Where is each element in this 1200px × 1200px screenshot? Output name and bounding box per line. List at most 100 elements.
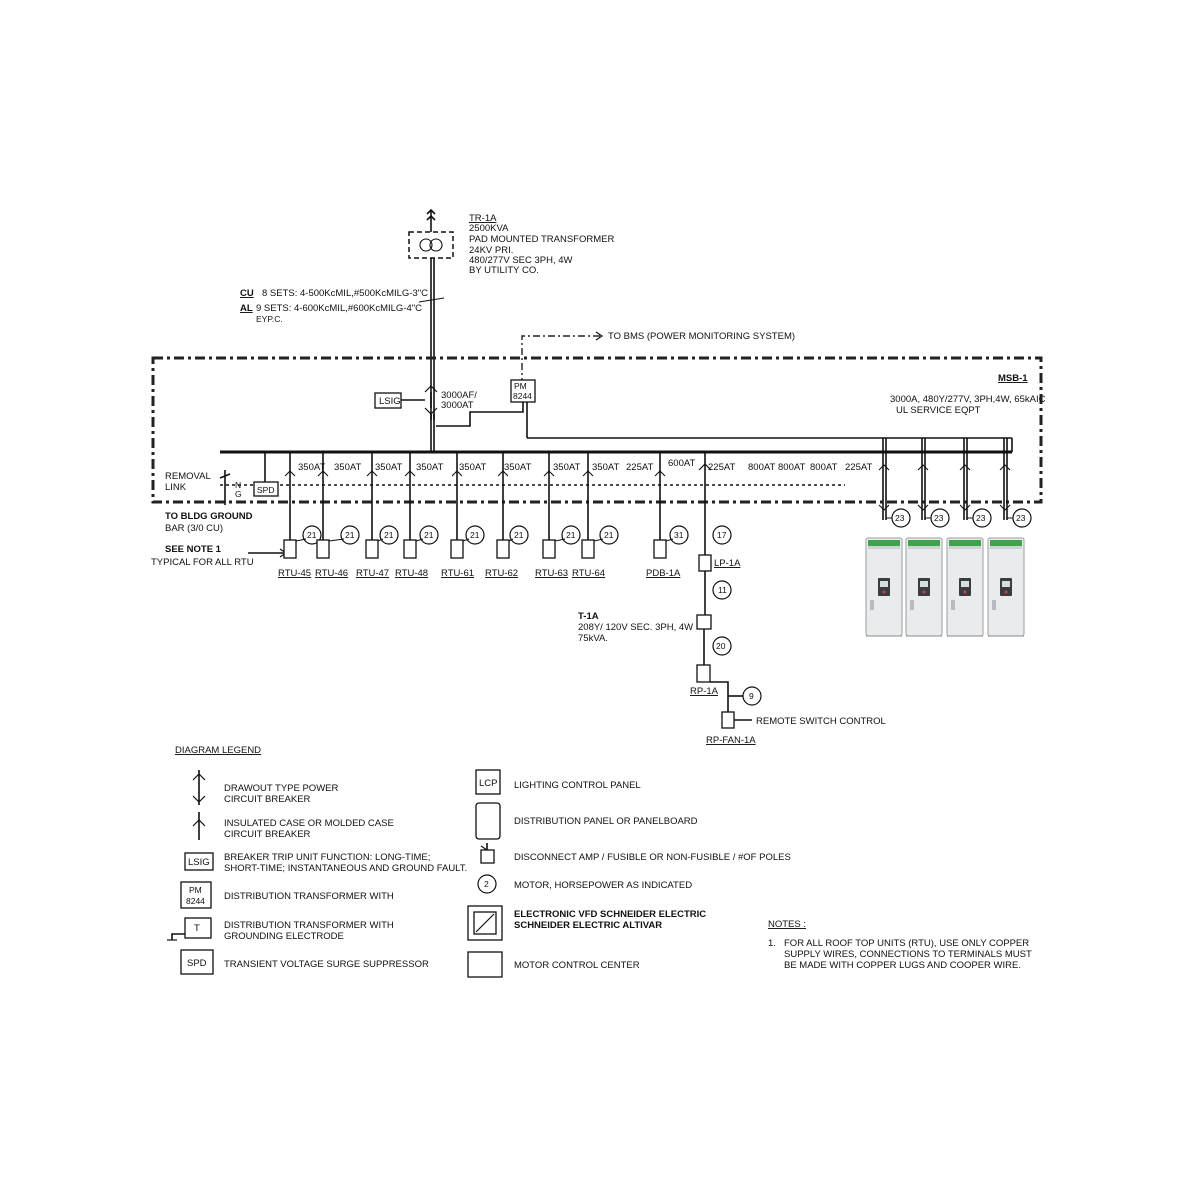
legend-panel-1: DISTRIBUTION PANEL OR PANELBOARD [514, 816, 698, 827]
branch-breaker-symbol [317, 470, 329, 477]
vfd-feeder-1: 23 [878, 438, 911, 528]
remote-switch-label: REMOTE SWITCH CONTROL [756, 716, 886, 727]
legend-motor-text: 2 [484, 879, 489, 889]
branch-disconnect [653, 539, 667, 559]
legend-disconnect-symbol [480, 843, 495, 864]
branch-rating: 350AT [553, 462, 580, 473]
branch-load-label: RTU-47 [356, 568, 389, 579]
legend-meter-1: DISTRIBUTION TRANSFORMER WITH [224, 891, 394, 902]
lp-1a-label: LP-1A [714, 558, 741, 569]
note-line-3: BE MADE WITH COPPER LUGS AND COOPER WIRE… [784, 960, 1021, 971]
branch-motor [599, 525, 619, 545]
legend-drawout-2: CIRCUIT BREAKER [224, 794, 311, 805]
right-breaker-rating: 225AT [845, 462, 872, 473]
legend-lsig-text: LSIG [188, 857, 210, 868]
main-at: 3000AT [441, 400, 474, 411]
branch-motor [340, 525, 360, 545]
legend-meter-b: 8244 [186, 896, 205, 906]
service-feeder-notes: CU 8 SETS: 4-500KcMIL,#500KcMILG-3"C AL … [240, 288, 428, 324]
vfd-feeder-3: 23 [959, 438, 992, 528]
bms-link: TO BMS (POWER MONITORING SYSTEM) [521, 331, 795, 385]
branch-motor [465, 525, 485, 545]
switchboard-enclosure: MSB-1 3000A, 480Y/277V, 3PH,4W, 65kAIC U… [151, 356, 1046, 504]
legend-title: DIAGRAM LEGEND [175, 745, 261, 756]
feeder-al-prefix: AL [240, 303, 253, 314]
branch-disconnect [365, 539, 379, 559]
branch-load-label: PDB-1A [646, 568, 681, 579]
legend-meter-symbol [180, 881, 212, 909]
legend-molded-2: CIRCUIT BREAKER [224, 829, 311, 840]
feeder-al-text: 9 SETS: 4-600KcMIL,#600KcMILG-4"C [256, 303, 422, 314]
branch-breaker-symbol [366, 470, 378, 477]
legend-transformer-1: DISTRIBUTION TRANSFORMER WITH [224, 920, 394, 931]
legend-molded-1: INSULATED CASE OR MOLDED CASE [224, 818, 394, 829]
legend-motor-1: MOTOR, HORSEPOWER AS INDICATED [514, 880, 692, 891]
legend-vfd-2: SCHNEIDER ELECTRIC ALTIVAR [514, 920, 662, 931]
legend-vfd-1: ELECTRONIC VFD SCHNEIDER ELECTRIC [514, 909, 706, 920]
branch-motor [561, 525, 581, 545]
meter-model: 8244 [513, 391, 532, 401]
lp-motor-17-hp: 17 [717, 530, 727, 540]
legend-molded-case-symbol [192, 812, 206, 840]
branch-motor [669, 525, 689, 545]
xfmr-secondary: 208Y/ 120V SEC. 3PH, 4W [578, 622, 693, 633]
ground-label: G [235, 489, 242, 499]
transformer-primary: 24KV PRI. [469, 245, 513, 256]
branch-disconnect [581, 539, 595, 559]
rp-motor-9-hp: 9 [749, 691, 754, 701]
vfd-feeder-2: 23 [917, 438, 950, 528]
ground-bar-1: TO BLDG GROUND [165, 511, 253, 522]
branch-disconnect [496, 539, 510, 559]
right-breaker-rating: 800AT [810, 462, 837, 473]
lp-motor-20 [712, 636, 732, 656]
feeder-cu-text: 8 SETS: 4-500KcMIL,#500KcMILG-3"C [262, 288, 428, 299]
branch-breaker-symbol [654, 470, 666, 477]
vfd-cabinet-1 [865, 537, 903, 637]
branch-rating: 350AT [334, 462, 361, 473]
neutral-label: N [235, 480, 241, 490]
switchboard-service: UL SERVICE EQPT [896, 405, 981, 416]
branch-load-label: RTU-63 [535, 568, 568, 579]
branch-disconnect [403, 539, 417, 559]
xfmr-kva: 75kVA. [578, 633, 608, 644]
branch-circuits: 350AT21RTU-45350AT21RTU-46350AT21RTU-473… [278, 452, 689, 579]
transformer-secondary: 480/277V SEC 3PH, 4W [469, 255, 573, 266]
legend-transformer-2: GROUNDING ELECTRODE [224, 931, 344, 942]
vfd-motor-hp: 23 [1016, 513, 1026, 523]
branch-disconnect [542, 539, 556, 559]
rp-1a-panel [696, 664, 711, 683]
right-breaker-rating: 225AT [708, 462, 735, 473]
legend-disconnect-1: DISCONNECT AMP / FUSIBLE OR NON-FUSIBLE … [514, 852, 791, 863]
branch-rating: 225AT [626, 462, 653, 473]
vfd-motor-hp: 23 [976, 513, 986, 523]
vfd-cabinet-2 [905, 537, 943, 637]
rp-1a-label: RP-1A [690, 686, 719, 697]
branch-motor-hp: 21 [514, 530, 524, 540]
branch-motor-hp: 21 [470, 530, 480, 540]
vfd-cabinets [865, 537, 1025, 637]
branch-breaker-symbol [497, 470, 509, 477]
legend-drawout-symbol [192, 770, 206, 805]
branch-breaker-symbol [404, 470, 416, 477]
branch-breaker-symbol [582, 470, 594, 477]
main-lsig: LSIG [379, 396, 401, 407]
transformer-type: PAD MOUNTED TRANSFORMER [469, 234, 614, 245]
rp-fan-label: RP-FAN-1A [706, 735, 756, 746]
legend-mcc-1: MOTOR CONTROL CENTER [514, 960, 640, 971]
branch-load-label: RTU-45 [278, 568, 311, 579]
lp-motor-11-hp: 11 [718, 585, 727, 595]
notes-title: NOTES : [768, 919, 806, 930]
utility-transformer: TR-1A 2500KVA PAD MOUNTED TRANSFORMER 24… [408, 208, 614, 420]
transformer-tag: TR-1A [469, 213, 497, 224]
branch-motor [509, 525, 529, 545]
note-line-2: SUPPLY WIRES, CONNECTIONS TO TERMINALS M… [784, 949, 1032, 960]
xfmr-tag: T-1A [578, 611, 599, 622]
lp-branch: 600AT 17 LP-1A 11 T-1A 208Y/ 120V SEC. 3… [578, 452, 886, 746]
ground-bar-2: BAR (3/0 CU) [165, 523, 223, 534]
removal-link-1: REMOVAL [165, 471, 211, 482]
legend-lcp-1: LIGHTING CONTROL PANEL [514, 780, 641, 791]
vfd-cabinet-3 [946, 537, 984, 637]
